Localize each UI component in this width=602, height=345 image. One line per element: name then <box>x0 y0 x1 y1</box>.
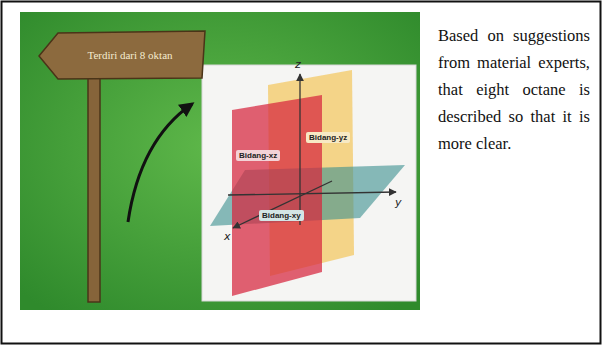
plane-label: Bidang-xy <box>259 210 304 221</box>
signboard-outline <box>39 31 205 79</box>
y-axis <box>228 192 396 195</box>
plane-label: Bidang-yz <box>306 132 350 143</box>
curved-arrow <box>128 104 192 222</box>
axis-label: z <box>295 58 301 71</box>
signboard: Terdiri dari 8 oktan <box>38 30 206 80</box>
axis-label: y <box>395 196 402 209</box>
picture-card <box>202 65 416 301</box>
x-axis <box>233 181 332 228</box>
plane-label: Bidang-xz <box>236 150 280 161</box>
sign-text: Terdiri dari 8 oktan <box>87 49 172 61</box>
caption-text: Based on suggestions from material exper… <box>438 22 590 157</box>
sign-post <box>88 70 100 302</box>
xz-plane <box>232 95 322 296</box>
z-axis <box>299 74 300 225</box>
axis-label: x <box>224 230 231 243</box>
green-panel <box>20 12 420 310</box>
